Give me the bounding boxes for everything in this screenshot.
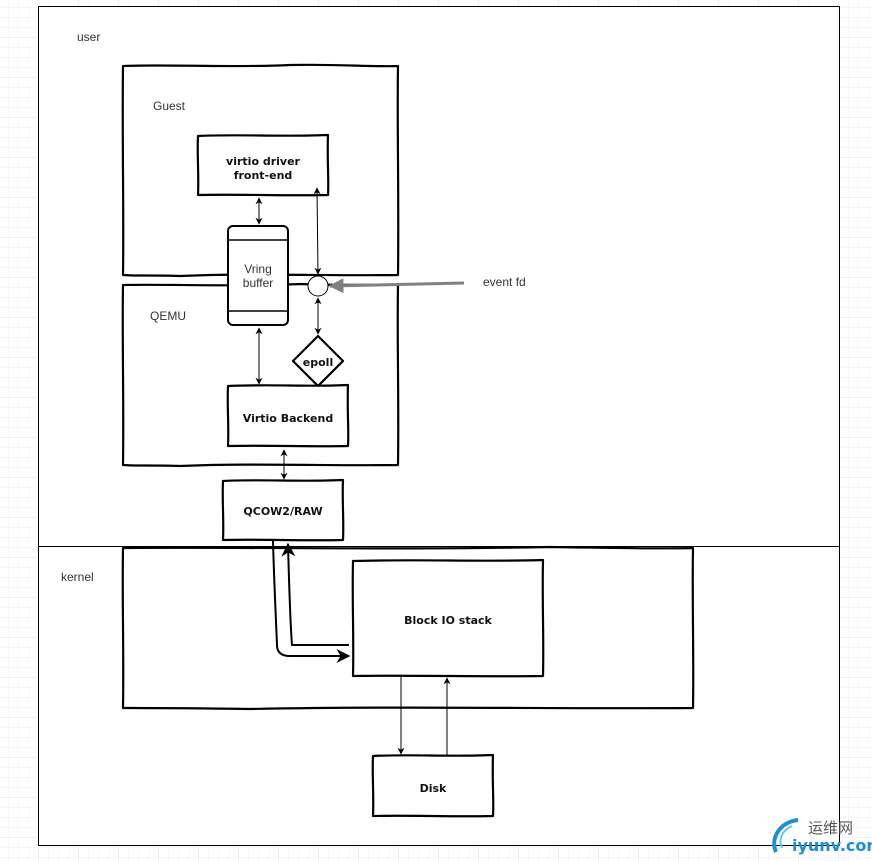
watermark-swoosh-inner-icon — [779, 825, 793, 849]
watermark-swoosh-icon — [772, 818, 799, 853]
virtio-driver-label-line1: virtio driver — [226, 155, 300, 168]
qemu-label: QEMU — [150, 309, 186, 323]
disk-node: Disk — [371, 753, 495, 818]
vring-label-line2: buffer — [243, 276, 273, 290]
qcow2-raw-label: QCOW2/RAW — [243, 505, 322, 518]
block-io-stack-node: Block IO stack — [351, 558, 545, 678]
guest-label: Guest — [153, 99, 186, 113]
eventfd-junction-circle — [307, 275, 329, 297]
edge-driver-eventfd — [313, 187, 322, 275]
disk-label: Disk — [420, 782, 447, 795]
block-io-stack-label: Block IO stack — [404, 614, 492, 627]
kernel-zone-label: kernel — [61, 570, 94, 584]
watermark-chinese-text: 运维网 — [808, 819, 853, 837]
virtio-driver-frontend-node: virtio driver front-end — [196, 133, 330, 197]
event-fd-label: event fd — [483, 275, 526, 289]
virtio-backend-node: Virtio Backend — [226, 383, 350, 448]
vring-label-line1: Vring — [244, 262, 272, 276]
virtio-driver-label-line2: front-end — [234, 169, 293, 182]
vring-buffer-node: Vring buffer — [227, 225, 289, 326]
watermark-logo: 运维网 iyunv.com — [772, 818, 872, 855]
watermark-domain-text: iyunv.com — [792, 836, 872, 855]
qcow2-raw-node: QCOW2/RAW — [221, 478, 345, 542]
event-fd-arrow — [328, 278, 465, 294]
epoll-label: epoll — [303, 356, 333, 369]
user-zone-label: user — [77, 30, 100, 44]
virtio-backend-label: Virtio Backend — [243, 412, 333, 425]
edge-qcow2-to-blockio — [272, 540, 351, 663]
edge-blockio-to-qcow2 — [281, 542, 349, 646]
